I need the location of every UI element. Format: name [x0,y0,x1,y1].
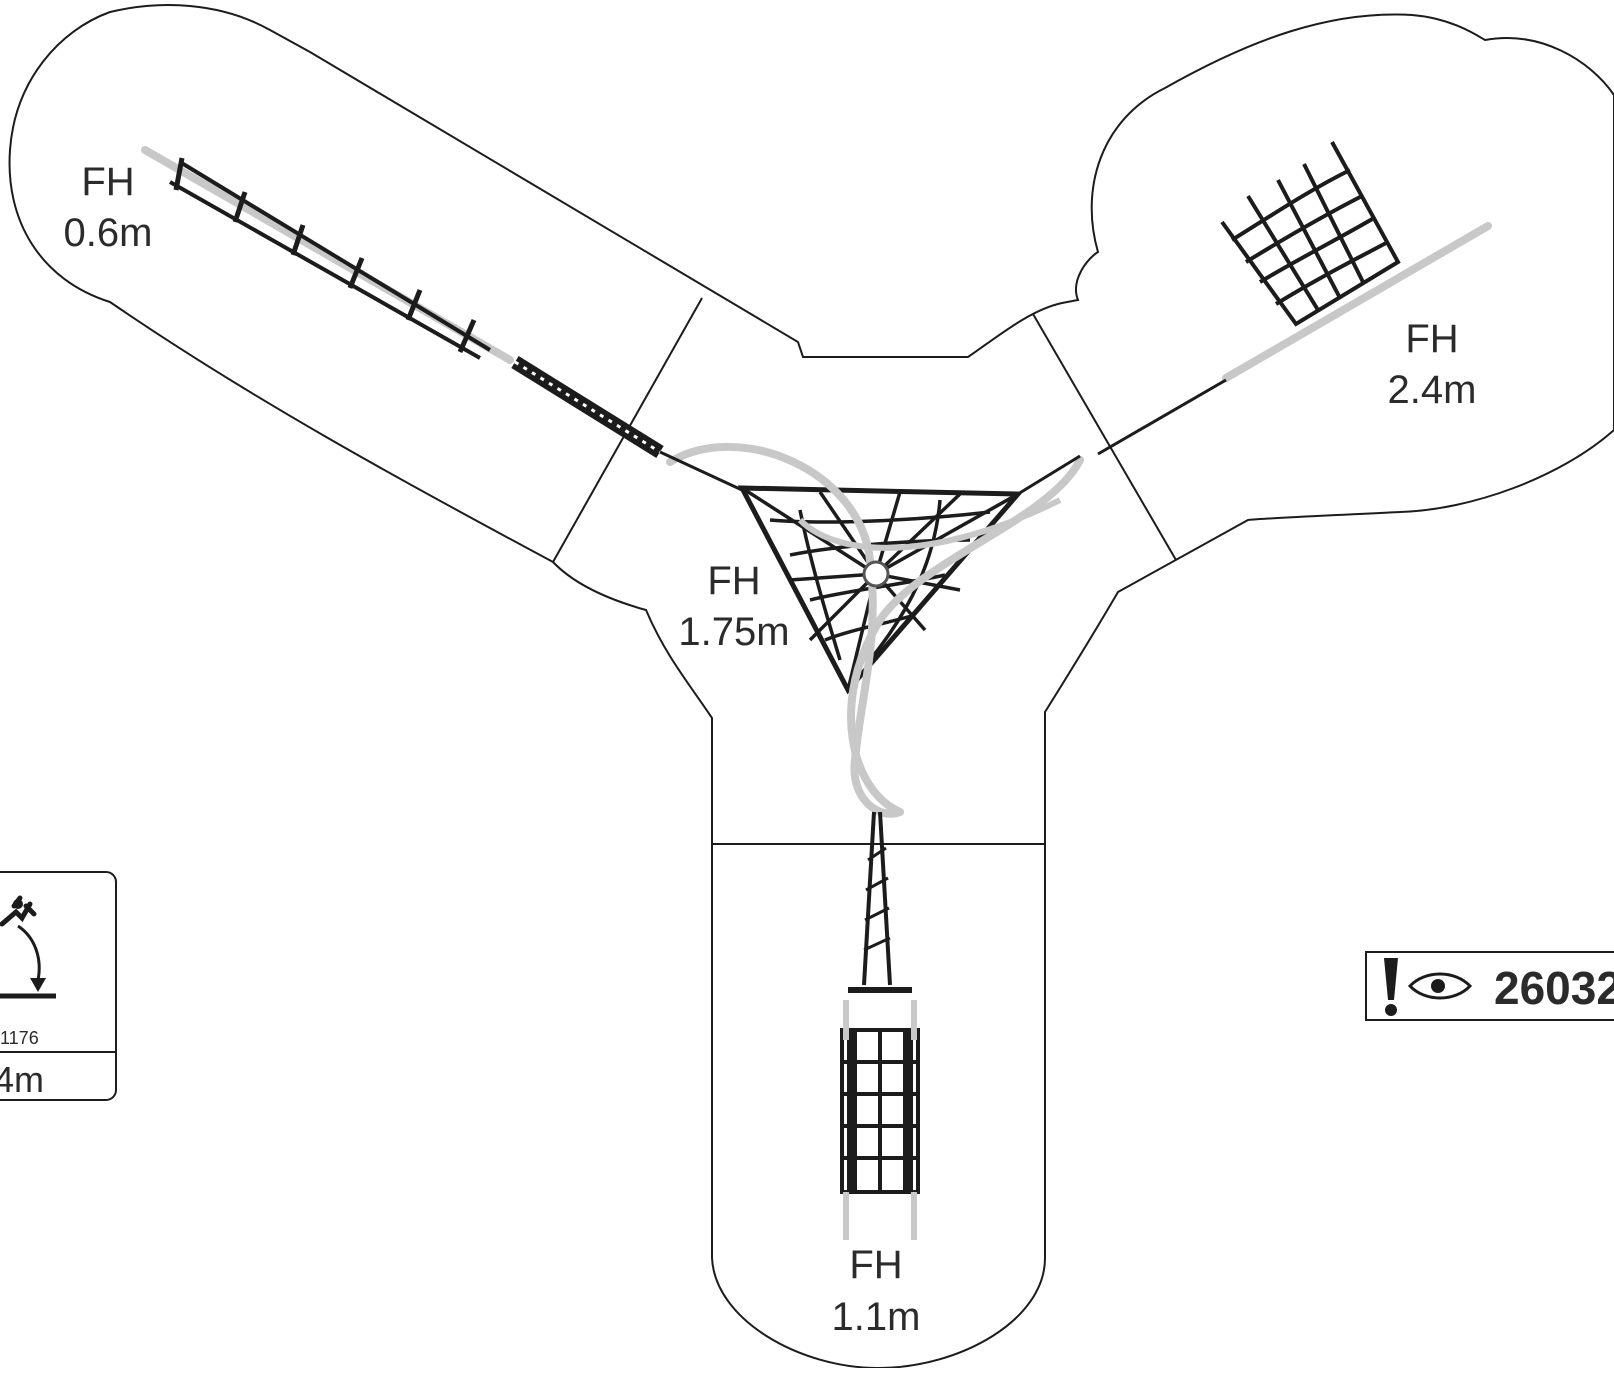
spider-net-outline [737,485,1024,695]
zone-ne-label: FH [1405,317,1458,361]
fall-arrow-icon [17,924,41,981]
beam-clamp [405,289,423,321]
fall-height-sign: 1176 4m [0,871,117,1101]
net-strand [1246,194,1320,312]
beam-clamp [290,224,306,256]
beam-clamp [173,157,185,191]
safety-area-outline [8,4,1614,1370]
ladder-side [878,811,892,986]
beam-clamp [347,257,365,289]
arrow-head-icon [30,978,46,992]
zone-center-height: 1.75m [678,610,789,654]
outline-path [8,4,1614,1370]
zone-label-northeast: FH 2.4m [1388,317,1477,412]
net-center-ring [862,560,890,588]
sign-frame [0,871,117,1101]
beam-lower-rail [169,180,481,360]
ladder-rope-outer [511,356,664,458]
eye-pupil-icon [1431,979,1445,993]
net-anchor-line [659,450,743,492]
sign-height: 4m [0,1059,44,1100]
net-anchor-rope [1097,378,1227,456]
zone-south-label: FH [849,1243,902,1287]
ladder-rungs [863,846,891,952]
product-badge: 26032 [1365,951,1614,1021]
climbing-net [1097,141,1492,456]
person-head-icon [13,899,23,909]
separator-northeast [1032,313,1177,561]
rope-ladder [848,811,912,993]
zone-ne-height: 2.4m [1388,368,1477,412]
warning-exclamation-icon [1384,958,1398,1000]
ladder-side [862,811,876,986]
net-frame [1220,141,1401,327]
badge-code: 26032 [1494,962,1614,1014]
spider-net-web [741,486,1019,691]
zone-label-south: FH 1.1m [832,1243,921,1339]
net-strand [1274,240,1389,306]
net-strand [1276,179,1342,299]
net-light-rope [1222,222,1492,382]
beam-upper-rail [178,160,492,352]
zone-nw-height: 0.6m [64,211,153,255]
zone-label-center: FH 1.75m [678,559,789,654]
net-strand [1258,216,1376,284]
cargo-net-rails [843,1000,917,1240]
spider-net [659,443,1084,818]
loop-rope-cross [797,497,1062,551]
cargo-net [840,1000,920,1240]
zone-south-height: 1.1m [832,1295,921,1339]
zone-center-label: FH [707,559,760,603]
net-strand [1230,168,1351,242]
balance-beam [141,146,664,458]
net-strand [1302,163,1366,285]
sign-standard: 1176 [0,1028,39,1048]
eye-icon [1407,972,1473,1000]
beam-clamp [457,318,477,354]
beam-clamp [232,191,248,223]
warning-dot-icon [1385,1004,1397,1016]
zone-label-northwest: FH 0.6m [64,160,153,255]
loop-rope [666,443,904,818]
zone-nw-label: FH [81,160,134,204]
ladder-rope-inner [514,360,661,454]
loop-rope-return [847,456,1084,816]
net-strand [1244,194,1363,264]
net-anchor-line [1017,454,1081,496]
badge-frame [1365,951,1614,1021]
